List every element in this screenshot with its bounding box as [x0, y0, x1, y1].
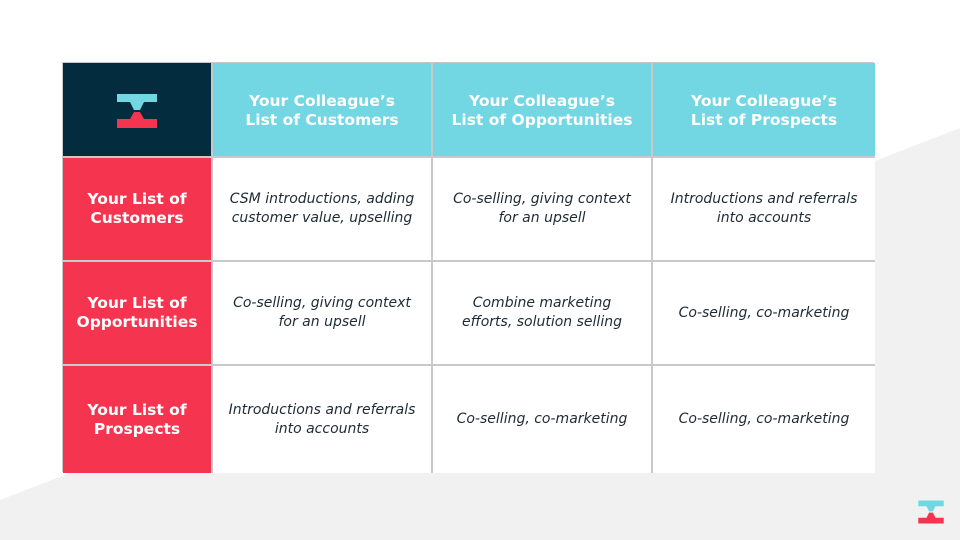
matrix-cell: Introductions and referrals into account… — [213, 366, 433, 473]
row-header-customers: Your List of Customers — [63, 158, 213, 262]
matrix-corner — [63, 63, 213, 158]
relationship-matrix: Your Colleague’s List of Customers Your … — [62, 62, 875, 473]
footer-logo-icon — [918, 500, 944, 524]
matrix-cell: Co-selling, co-marketing — [653, 262, 875, 366]
matrix-cell: CSM introductions, adding customer value… — [213, 158, 433, 262]
column-header-opportunities: Your Colleague’s List of Opportunities — [433, 63, 653, 158]
row-header-prospects: Your List of Prospects — [63, 366, 213, 473]
column-header-prospects: Your Colleague’s List of Prospects — [653, 63, 875, 158]
matrix-cell: Co-selling, giving context for an upsell — [213, 262, 433, 366]
matrix-cell: Co-selling, co-marketing — [653, 366, 875, 473]
matrix-cell: Introductions and referrals into account… — [653, 158, 875, 262]
matrix-cell: Combine marketing efforts, solution sell… — [433, 262, 653, 366]
matrix-cell: Co-selling, giving context for an upsell — [433, 158, 653, 262]
crossbeam-logo-icon — [117, 93, 157, 128]
matrix-cell: Co-selling, co-marketing — [433, 366, 653, 473]
row-header-opportunities: Your List of Opportunities — [63, 262, 213, 366]
column-header-customers: Your Colleague’s List of Customers — [213, 63, 433, 158]
